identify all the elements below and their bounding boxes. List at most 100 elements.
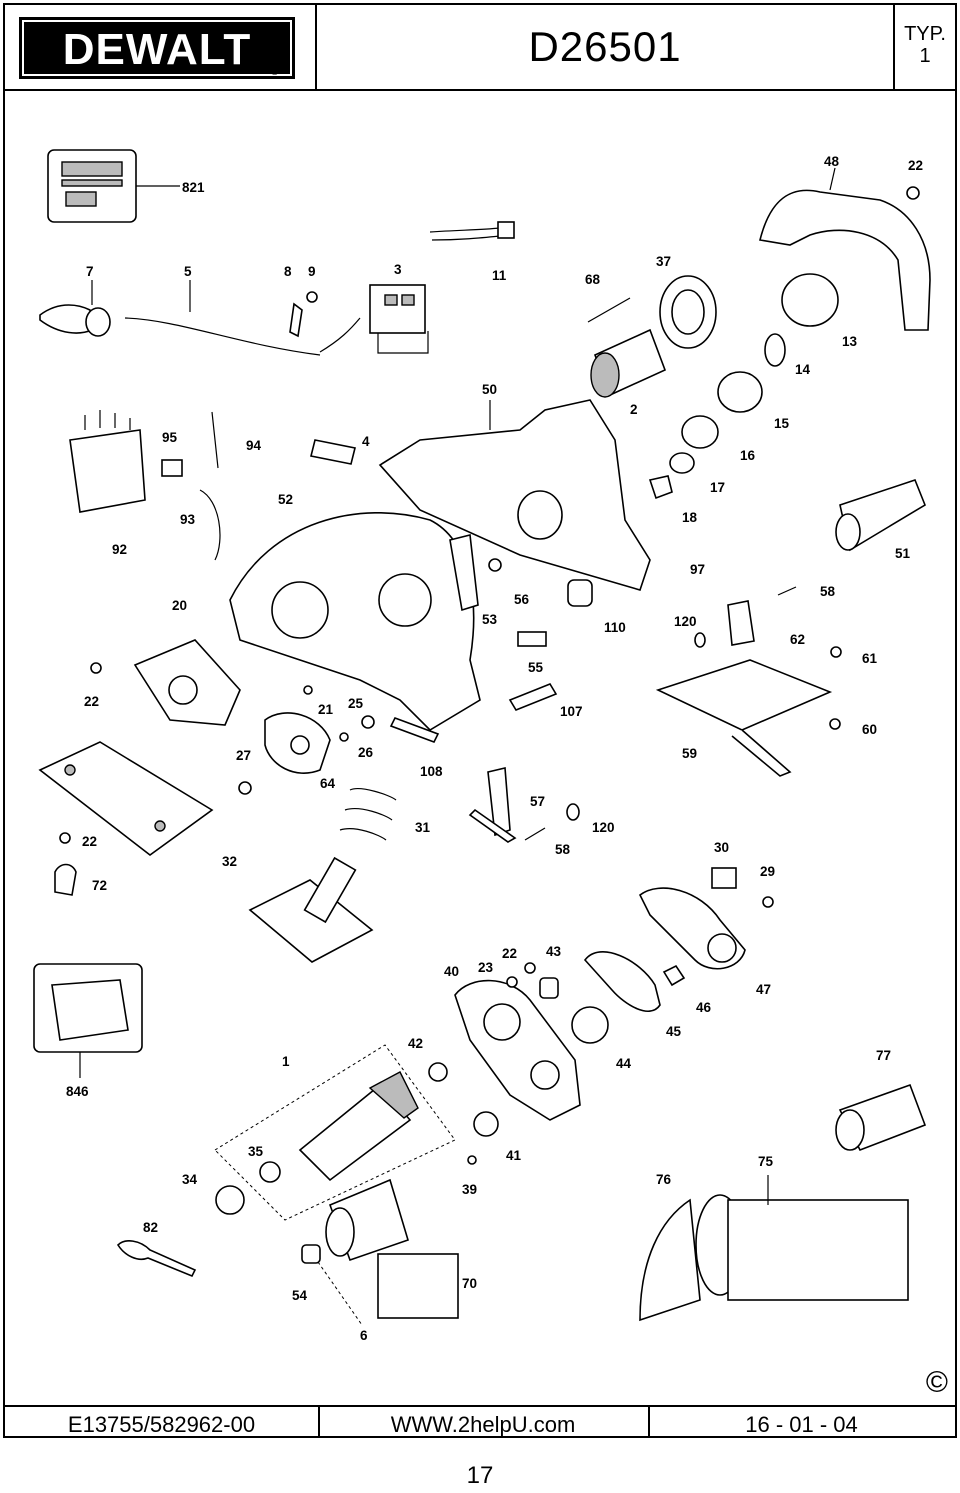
part-number-label: 72 — [92, 878, 107, 893]
part-number-label: 55 — [528, 660, 544, 675]
part-number-label: 21 — [318, 702, 334, 717]
part-number-label: 92 — [112, 542, 127, 557]
part-number-label: 18 — [682, 510, 698, 525]
copyright-icon: © — [925, 1366, 948, 1399]
part-number-label: 6 — [360, 1328, 368, 1343]
part-number-label: 29 — [760, 864, 775, 879]
part-number-label: 120 — [674, 614, 697, 629]
page-number: 17 — [466, 1462, 494, 1489]
part-label-30 — [711, 867, 774, 908]
part-number-label: 95 — [162, 430, 178, 445]
part-dust-spout — [835, 479, 926, 552]
part-number-label: 41 — [506, 1148, 522, 1163]
part-number-label: 93 — [180, 512, 196, 527]
part-number-label: 82 — [143, 1220, 158, 1235]
part-number-label: 43 — [546, 944, 562, 959]
part-number-label: 22 — [82, 834, 97, 849]
exploded-parts-diagram: 8214822758931168371314250159594416171892… — [33, 149, 931, 1343]
part-side-cover — [90, 639, 241, 726]
part-switch — [369, 284, 429, 354]
part-spring-shoe — [248, 788, 397, 963]
part-blade-guard — [229, 512, 481, 732]
part-stator — [301, 1178, 459, 1326]
part-number-label: 14 — [795, 362, 811, 377]
part-number-label: 51 — [895, 546, 911, 561]
part-number-label: 50 — [482, 382, 497, 397]
part-number-label: 97 — [690, 562, 705, 577]
part-number-label: 39 — [462, 1182, 477, 1197]
part-number-label: 61 — [862, 651, 878, 666]
part-number-label: 32 — [222, 854, 237, 869]
part-number-label: 47 — [756, 982, 771, 997]
part-number-label: 107 — [560, 704, 583, 719]
part-number-label: 8 — [284, 264, 292, 279]
part-number-label: 3 — [394, 262, 402, 277]
website: WWW.2helpU.com — [318, 1407, 650, 1438]
part-number-label: 15 — [774, 416, 790, 431]
part-number-label: 46 — [696, 1000, 712, 1015]
part-number-label: 35 — [248, 1144, 264, 1159]
part-number-label: 26 — [358, 745, 374, 760]
part-number-label: 54 — [292, 1288, 308, 1303]
part-number-label: 22 — [502, 946, 517, 961]
part-parts-bag — [33, 963, 143, 1078]
part-number-label: 30 — [714, 840, 729, 855]
part-armature — [214, 1044, 456, 1221]
part-number-label: 16 — [740, 448, 756, 463]
part-base-plate — [38, 741, 214, 896]
part-number-label: 44 — [616, 1056, 632, 1071]
part-label-plate — [47, 149, 180, 223]
part-number-label: 75 — [758, 1154, 774, 1169]
part-drive-belt — [571, 951, 686, 1044]
type-cell: TYP. 1 — [895, 5, 955, 89]
part-number-label: 9 — [308, 264, 316, 279]
part-handle — [759, 167, 931, 331]
part-number-label: 62 — [790, 632, 805, 647]
part-number-label: 22 — [908, 158, 923, 173]
part-knob-group — [648, 273, 839, 500]
part-motor-housing — [378, 399, 651, 591]
part-number-label: 27 — [236, 748, 251, 763]
type-number: 1 — [919, 45, 931, 67]
part-number-label: 40 — [444, 964, 459, 979]
logo-cell: DEWALT ® — [5, 5, 317, 89]
part-number-label: 25 — [348, 696, 364, 711]
part-number-label: 45 — [666, 1024, 682, 1039]
part-number-label: 846 — [66, 1084, 89, 1099]
part-fence-bracket — [694, 586, 842, 658]
type-label: TYP. — [904, 23, 946, 45]
part-depth-plate — [238, 685, 375, 795]
part-number-label: 23 — [478, 960, 494, 975]
part-number-label: 52 — [278, 492, 293, 507]
part-number-label: 94 — [246, 438, 262, 453]
footer: E13755/582962-00 WWW.2helpU.com 16 - 01 … — [5, 1405, 955, 1438]
part-number-label: 17 — [710, 480, 725, 495]
part-number-label: 821 — [182, 180, 205, 195]
part-wires — [429, 221, 515, 241]
part-number-label: 4 — [362, 434, 370, 449]
part-number-label: 53 — [482, 612, 498, 627]
part-number-label: 59 — [682, 746, 697, 761]
part-number-label: 58 — [555, 842, 571, 857]
part-number-label: 22 — [84, 694, 99, 709]
part-number-label: 120 — [592, 820, 615, 835]
part-number-label: 42 — [408, 1036, 423, 1051]
part-scale-bracket — [468, 767, 580, 843]
part-brush-holder — [69, 410, 356, 561]
logo-text: DEWALT — [63, 25, 252, 74]
part-small-components — [389, 534, 593, 744]
part-number-label: 11 — [492, 268, 507, 283]
part-number-label: 58 — [820, 584, 836, 599]
part-number-label: 5 — [184, 264, 192, 279]
part-number-label: 31 — [415, 820, 431, 835]
part-number-label: 70 — [462, 1276, 477, 1291]
registered-mark-icon: ® — [271, 67, 279, 78]
part-field-coil — [587, 275, 717, 398]
part-number-label: 1 — [282, 1054, 290, 1069]
part-number-label: 2 — [630, 402, 638, 417]
part-number-label: 56 — [514, 592, 530, 607]
parts-sheet: DEWALT ® D26501 TYP. 1 E13755/582962-00 … — [3, 3, 957, 1438]
part-number-label: 13 — [842, 334, 858, 349]
part-nozzle — [835, 1083, 927, 1152]
